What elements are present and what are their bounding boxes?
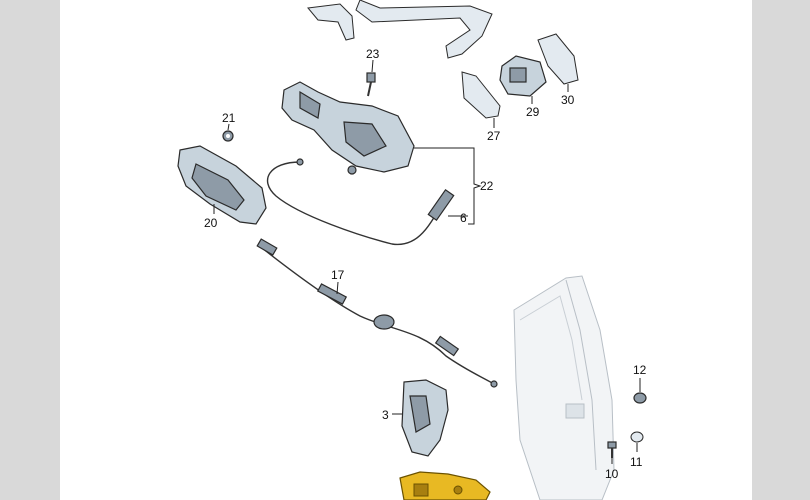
gasket-27	[461, 71, 501, 128]
screw-10	[607, 441, 617, 464]
callout-27: 27	[487, 129, 501, 143]
callout-12: 12	[633, 363, 647, 377]
callout-11: 11	[630, 455, 643, 469]
outer-handle-cover	[307, 3, 355, 41]
lock-cylinder-29	[499, 55, 547, 104]
callout-29: 29	[526, 105, 540, 119]
screw-21	[222, 123, 234, 142]
cable-6	[266, 158, 468, 246]
door-frame	[513, 275, 615, 500]
callout-22: 22	[480, 179, 494, 193]
callout-6: 6	[460, 211, 467, 225]
left-margin	[0, 0, 60, 500]
lock-cover-3	[392, 379, 449, 457]
nut-12	[633, 378, 647, 404]
nut-11	[630, 431, 644, 452]
callout-3: 3	[382, 408, 389, 422]
cable-17	[256, 238, 498, 388]
callout-21: 21	[222, 111, 236, 125]
door-lock-carrier	[281, 81, 468, 175]
callout-30: 30	[561, 93, 575, 107]
interior-handle-20	[177, 145, 267, 225]
callout-20: 20	[204, 216, 218, 230]
handle-cap-30	[537, 33, 579, 92]
outer-door-handle	[355, 0, 493, 59]
callout-10: 10	[605, 467, 619, 481]
door-lock-actuator	[399, 471, 491, 500]
bracket-22	[468, 147, 482, 225]
callout-17: 17	[331, 268, 345, 282]
bolt-23	[366, 59, 376, 97]
callout-23: 23	[366, 47, 380, 61]
right-margin	[752, 0, 810, 500]
